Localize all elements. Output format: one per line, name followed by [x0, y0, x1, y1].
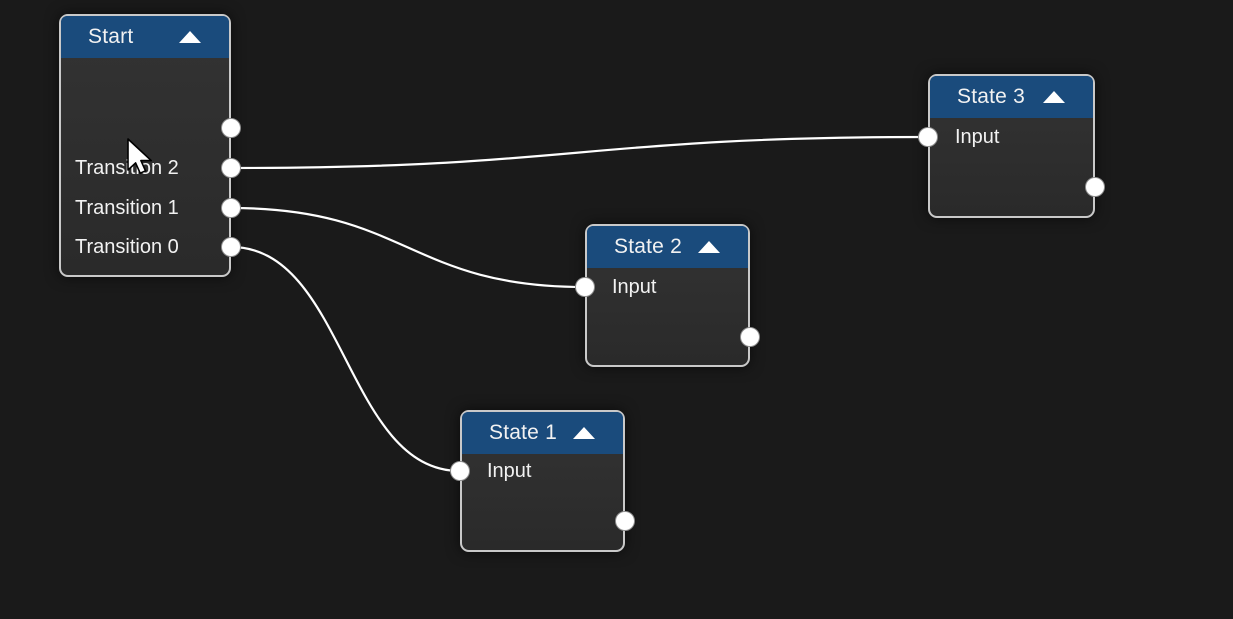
node-state3[interactable]: State 3 Input: [918, 74, 1105, 218]
node-title: State 1: [489, 421, 557, 444]
output-port[interactable]: [221, 237, 241, 257]
output-port-label: Transition 0: [75, 236, 179, 258]
input-port-label: Input: [955, 126, 1000, 148]
input-port[interactable]: [450, 461, 470, 481]
output-port[interactable]: [221, 158, 241, 178]
node-start[interactable]: Start Transition 2 Transition 1 Transition…: [59, 14, 241, 277]
collapse-triangle-up-icon[interactable]: [698, 241, 720, 253]
connection-wire[interactable]: [229, 135, 930, 170]
collapse-triangle-up-icon[interactable]: [1043, 91, 1065, 103]
node-state2[interactable]: State 2 Input: [575, 224, 760, 367]
input-port-label: Input: [612, 276, 657, 298]
output-port-label: Transition 1: [75, 197, 179, 219]
collapse-triangle-up-icon[interactable]: [179, 31, 201, 43]
node-header[interactable]: State 1: [462, 412, 623, 454]
input-port-label: Input: [487, 460, 532, 482]
output-port[interactable]: [1085, 177, 1105, 197]
output-port[interactable]: [221, 118, 241, 138]
collapse-triangle-up-icon[interactable]: [573, 427, 595, 439]
node-title: State 2: [614, 235, 682, 258]
node-state1[interactable]: State 1 Input: [450, 410, 635, 552]
input-port[interactable]: [575, 277, 595, 297]
input-port[interactable]: [918, 127, 938, 147]
output-port[interactable]: [615, 511, 635, 531]
node-header[interactable]: State 3: [930, 76, 1093, 118]
node-header[interactable]: Start: [61, 16, 229, 58]
connection-wire[interactable]: [229, 206, 587, 289]
output-port[interactable]: [740, 327, 760, 347]
connection-wire[interactable]: [229, 245, 462, 473]
node-title: State 3: [957, 85, 1025, 108]
node-title: Start: [88, 25, 134, 48]
node-header[interactable]: State 2: [587, 226, 748, 268]
output-port-label: Transition 2: [75, 157, 179, 179]
output-port[interactable]: [221, 198, 241, 218]
